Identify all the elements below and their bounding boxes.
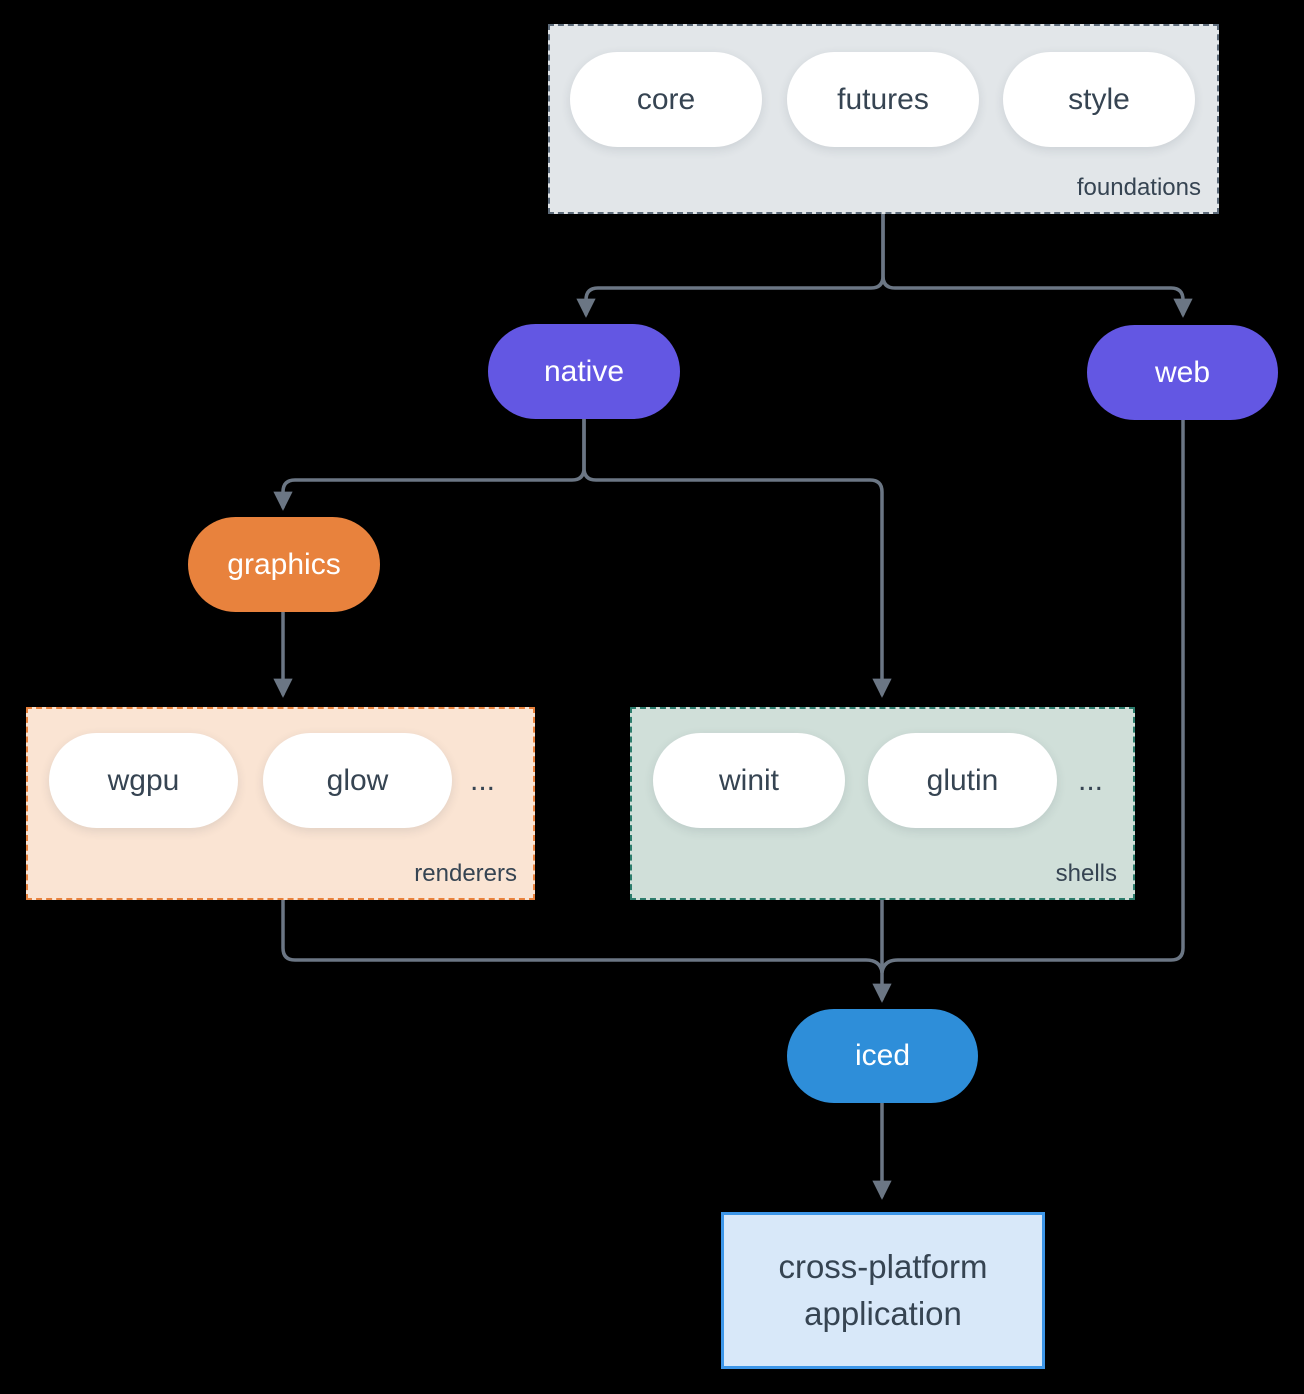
- node-style: style: [1003, 52, 1195, 147]
- node-web: web: [1087, 325, 1278, 420]
- shells-ellipsis: ...: [1078, 763, 1104, 797]
- node-wgpu: wgpu: [49, 733, 238, 828]
- node-graphics: graphics: [188, 517, 380, 612]
- renderers-ellipsis: ...: [470, 763, 496, 797]
- node-native: native: [488, 324, 680, 419]
- edge-native-shells: [582, 417, 892, 698]
- edge-web-merge: [880, 418, 1185, 974]
- node-iced: iced: [787, 1009, 978, 1103]
- edge-renderers-merge: [281, 898, 884, 974]
- node-glow: glow: [263, 733, 452, 828]
- edge-foundations-native: [576, 212, 885, 318]
- edge-native-graphics: [273, 417, 586, 511]
- group-foundations-label: foundations: [1076, 174, 1201, 201]
- edge-foundations-web: [881, 212, 1193, 318]
- node-futures: futures: [787, 52, 979, 147]
- group-shells-label: shells: [1055, 860, 1117, 887]
- node-glutin: glutin: [868, 733, 1057, 828]
- node-core: core: [570, 52, 762, 147]
- node-cross-platform-application: cross-platform application: [721, 1212, 1045, 1369]
- group-renderers-label: renderers: [414, 860, 517, 887]
- node-winit: winit: [653, 733, 845, 828]
